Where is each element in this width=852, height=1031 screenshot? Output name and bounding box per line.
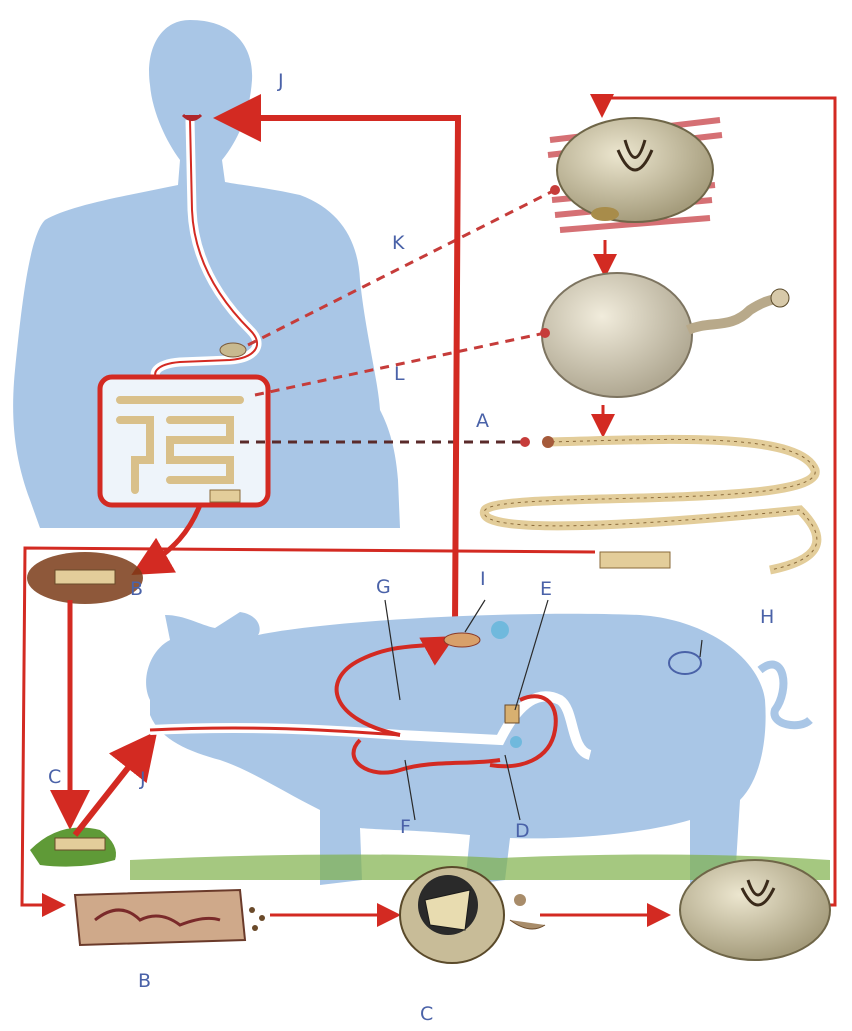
label-G: G	[376, 578, 391, 597]
label-E: E	[540, 580, 552, 599]
label-H: H	[760, 608, 774, 627]
label-I: I	[480, 570, 486, 589]
label-C-left: C	[48, 768, 61, 787]
label-D: D	[515, 822, 530, 841]
label-B-top: B	[130, 580, 143, 599]
evaginated-cysticercus	[542, 273, 692, 397]
label-L: L	[394, 365, 405, 384]
label-J-left: J	[140, 770, 146, 789]
pig-body	[146, 612, 766, 885]
label-B-bottom: B	[138, 972, 151, 991]
label-K: K	[392, 234, 404, 253]
label-J-top: J	[278, 72, 284, 91]
label-C-bottom: C	[420, 1005, 433, 1024]
label-F: F	[400, 818, 411, 837]
label-A: A	[476, 412, 489, 431]
cysticercus-bottom	[680, 860, 830, 960]
